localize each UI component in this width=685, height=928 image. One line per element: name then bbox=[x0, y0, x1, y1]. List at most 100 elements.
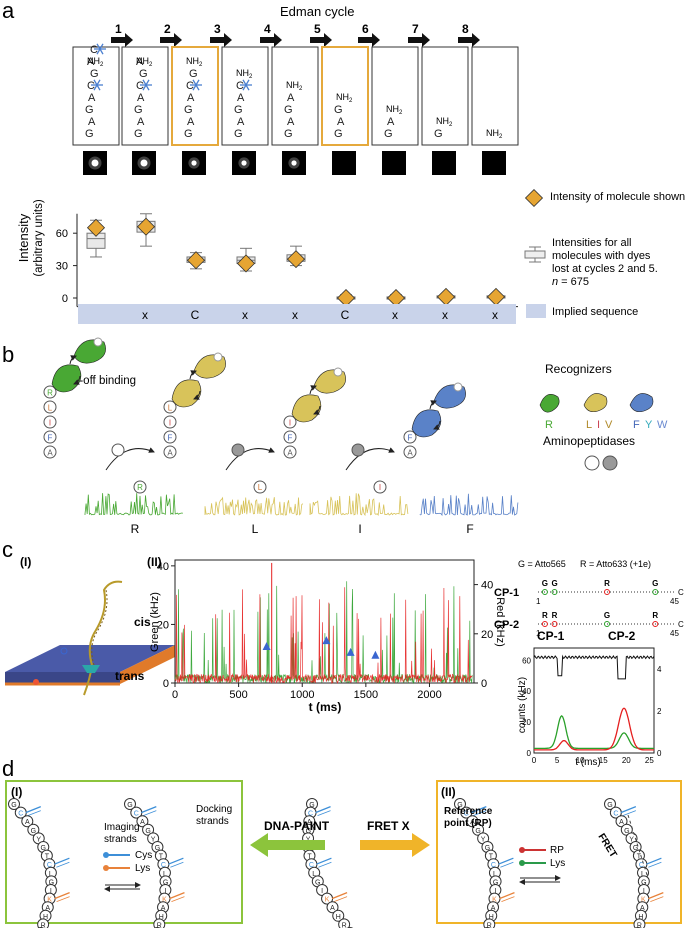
legend-diamond-icon bbox=[524, 188, 544, 208]
chain-right2-bead-letter: G bbox=[624, 828, 629, 835]
cleavage-arrow bbox=[345, 447, 395, 471]
docking-strand bbox=[498, 857, 514, 865]
chain-center-bead bbox=[338, 918, 351, 928]
trace-label: L bbox=[252, 522, 259, 536]
inset-green-trace bbox=[534, 715, 654, 750]
time-axis-label: t (ms) bbox=[309, 700, 342, 714]
residue-label: A bbox=[137, 116, 145, 128]
amine-label: NH2 bbox=[386, 104, 403, 116]
cycle-number: 7 bbox=[412, 22, 419, 36]
y-tick-label: 0 bbox=[163, 678, 169, 690]
chain-right2-bead bbox=[615, 815, 628, 828]
docking-strand bbox=[646, 857, 662, 865]
chain-right2-bead-letter: T bbox=[637, 854, 642, 861]
chain-right2-bead-letter: L bbox=[641, 871, 645, 878]
lys-label-fret: Lys bbox=[550, 858, 565, 869]
residue-label: A bbox=[387, 116, 395, 128]
recognizer-r-icon bbox=[539, 394, 560, 413]
fluorescence-halo bbox=[288, 157, 300, 169]
dye-star-icon bbox=[96, 79, 101, 86]
cycle-number: 8 bbox=[462, 22, 469, 36]
molecule-image bbox=[332, 151, 356, 175]
chain-center-bead-letter: A bbox=[307, 819, 312, 826]
recognizers-title: Recognizers bbox=[545, 362, 612, 376]
residue-label: A bbox=[237, 116, 245, 128]
dye-star-icon bbox=[242, 79, 247, 86]
cycle-arrow-icon bbox=[458, 33, 480, 47]
panel-d-letter: d bbox=[2, 756, 14, 781]
panel-c-sub-ii: (II) bbox=[147, 555, 162, 569]
cleavage-arrow bbox=[225, 447, 275, 471]
dye-red-icon bbox=[33, 679, 39, 685]
binding-trace bbox=[204, 496, 304, 516]
docking-strand bbox=[648, 861, 662, 868]
fluorescence-spot bbox=[291, 160, 297, 166]
inset-frame bbox=[533, 647, 655, 754]
amine-label: NH2 bbox=[87, 56, 104, 68]
peptide-frame bbox=[121, 46, 169, 146]
docking-label-2: strands bbox=[196, 816, 229, 827]
docking-strand bbox=[620, 805, 637, 814]
chain-right2-bead-letter: G bbox=[607, 802, 612, 809]
residue-bead bbox=[283, 430, 297, 444]
inset-y-tick: 60 bbox=[522, 656, 531, 665]
ref-point-label-1: Reference bbox=[444, 806, 493, 817]
residue-label: A bbox=[136, 56, 144, 68]
binding-trace bbox=[84, 493, 184, 516]
docking-strand bbox=[648, 891, 664, 900]
dye-star-icon bbox=[99, 48, 104, 55]
residue-label: G bbox=[334, 104, 343, 116]
inset-counts-label: counts (kHz) bbox=[517, 677, 528, 733]
residue-bead bbox=[283, 445, 297, 459]
chain-left2-bead-letter: C bbox=[161, 862, 166, 869]
dye-star-icon bbox=[195, 84, 200, 91]
residue-letter: R bbox=[47, 389, 53, 398]
imaging-label-2: strands bbox=[104, 834, 137, 845]
dye-site-icon bbox=[652, 621, 659, 627]
panel-d-sub-ii: (II) bbox=[441, 785, 456, 799]
sequence-residue: x bbox=[392, 308, 398, 322]
docking-strand bbox=[25, 805, 42, 814]
peptide-strand bbox=[88, 580, 123, 666]
recognizer-fyw-icon bbox=[629, 393, 654, 413]
residue-label: C bbox=[136, 80, 144, 92]
dye-site-icon bbox=[551, 589, 558, 595]
legend: Intensity of molecule shown in b Intensi… bbox=[524, 188, 685, 318]
y-tick-label-right: 20 bbox=[481, 629, 493, 641]
legend-box-line2: molecules with dyes bbox=[552, 250, 651, 262]
residue-letter: L bbox=[48, 404, 53, 413]
amine-label: NH2 bbox=[136, 56, 153, 68]
molecule-image bbox=[482, 151, 506, 175]
residue-bead bbox=[43, 430, 57, 444]
inset-cp1: CP-1 bbox=[537, 629, 565, 643]
docking-strand bbox=[54, 857, 70, 865]
peptide-frame bbox=[72, 46, 120, 146]
molecule-diamond bbox=[436, 287, 456, 306]
dye-site-label: G bbox=[604, 611, 610, 620]
dye-star-icon bbox=[142, 79, 147, 86]
molecule-diamond bbox=[336, 288, 356, 308]
recognizer-bound-icon bbox=[411, 409, 442, 438]
docking-strand bbox=[141, 805, 157, 814]
cis-label: cis bbox=[134, 615, 151, 629]
inset-y-tick: 40 bbox=[522, 687, 531, 696]
chain-right2-bead-letter: I bbox=[643, 888, 645, 895]
peptide-frame bbox=[371, 46, 419, 146]
lys-label: Lys bbox=[135, 863, 150, 874]
chain-left2-bead-letter: H bbox=[159, 914, 164, 921]
molecule-images bbox=[83, 151, 506, 175]
chain-left-bead-letter: A bbox=[25, 819, 30, 826]
amine-label: NH2 bbox=[336, 92, 353, 104]
dye-star-icon bbox=[245, 79, 250, 86]
chain-left-bead-letter: R bbox=[41, 922, 46, 928]
x-tick-label: 1500 bbox=[354, 689, 378, 701]
panel-a-letter: a bbox=[2, 0, 15, 23]
trace-label: F bbox=[466, 522, 473, 536]
molecule-image bbox=[382, 151, 406, 175]
rp-label: RP bbox=[550, 845, 564, 856]
residue-label: C bbox=[186, 80, 194, 92]
